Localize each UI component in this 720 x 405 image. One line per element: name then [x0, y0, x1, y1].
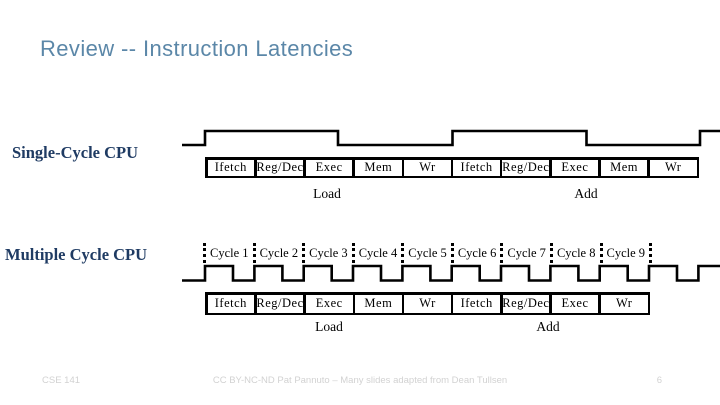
footer-license: CC BY-NC-ND Pat Pannuto – Many slides ad… — [212, 375, 508, 386]
instruction-label: Add — [574, 186, 598, 201]
instruction-label: Load — [313, 186, 341, 201]
cycle-label: Cycle 3 — [302, 243, 352, 263]
cycle-label: Cycle 4 — [351, 243, 402, 263]
stage-cell: Ifetch — [207, 294, 255, 313]
cycle-label: Cycle 5 — [401, 243, 451, 263]
stage-cell: Exec — [551, 294, 599, 313]
single-cycle-label: Single-Cycle CPU — [12, 143, 139, 162]
slide-title: Review -- Instruction Latencies — [40, 36, 354, 61]
stage-cell: Exec — [305, 159, 353, 176]
stage-cell: Reg/Dec — [502, 159, 550, 176]
stage-cell: Wr — [404, 294, 451, 313]
stage-cell: Reg/Dec — [502, 294, 550, 313]
cycle-label: Cycle 1 — [203, 243, 253, 263]
slide-footer: CSE 141 CC BY-NC-ND Pat Pannuto – Many s… — [0, 373, 720, 393]
multiple-cycle-clock-waveform — [182, 264, 720, 282]
stage-cell: Ifetch — [207, 159, 255, 176]
cycle-label: Cycle 9 — [599, 243, 653, 263]
cycle-label: Cycle 7 — [500, 243, 550, 263]
stage-cell: Ifetch — [453, 159, 500, 176]
instruction-label: Load — [315, 319, 343, 334]
instruction-label: Add — [536, 319, 560, 334]
footer-course: CSE 141 — [42, 375, 81, 386]
stage-cell: Mem — [600, 159, 648, 176]
stage-cell: Exec — [551, 159, 599, 176]
footer-page-number: 6 — [656, 375, 662, 386]
multiple-cycle-label: Multiple Cycle CPU — [5, 245, 148, 264]
single-cycle-clock-waveform — [182, 129, 720, 147]
cycle-label: Cycle 8 — [549, 243, 600, 263]
stage-cell: Mem — [354, 159, 402, 176]
cycle-label: Cycle 2 — [252, 243, 303, 263]
stage-cell: Wr — [600, 294, 648, 313]
stage-cell: Ifetch — [453, 294, 501, 313]
stage-cell: Wr — [649, 159, 697, 176]
cycle-label: Cycle 6 — [450, 243, 501, 263]
stage-cell: Wr — [404, 159, 451, 176]
stage-cell: Reg/Dec — [256, 159, 304, 176]
stage-cell: Exec — [305, 294, 353, 313]
stage-cell: Reg/Dec — [256, 294, 304, 313]
stage-cell: Mem — [355, 294, 402, 313]
